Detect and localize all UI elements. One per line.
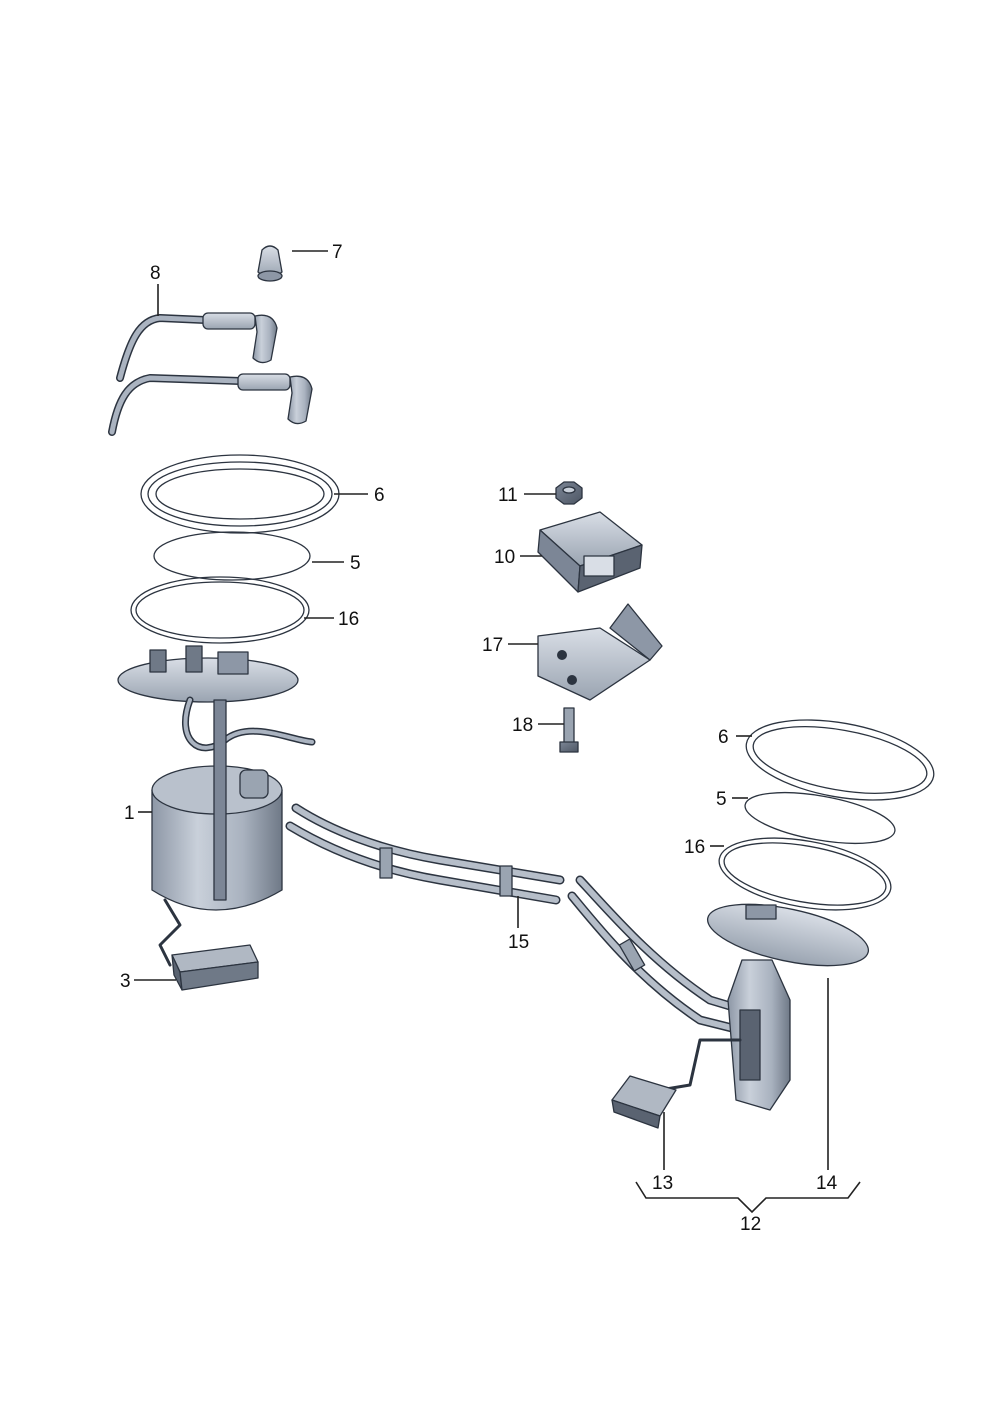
label-5-right: 5 <box>716 789 727 810</box>
label-16-right: 16 <box>684 837 705 858</box>
part-labels: 7 8 6 5 16 11 10 17 18 1 3 15 6 5 16 13 … <box>120 242 838 1235</box>
label-18: 18 <box>512 715 533 736</box>
label-13: 13 <box>652 1173 673 1194</box>
label-1: 1 <box>124 803 135 824</box>
label-6-left: 6 <box>374 485 385 506</box>
label-14: 14 <box>816 1173 838 1194</box>
label-6-right: 6 <box>718 727 729 748</box>
cap-part <box>257 245 283 282</box>
level-sender-right <box>611 1075 677 1129</box>
level-sender-left <box>171 944 259 991</box>
seal-ring-left <box>153 531 311 581</box>
gasket-ring-right <box>718 837 892 911</box>
label-3: 3 <box>120 971 131 992</box>
label-10: 10 <box>494 547 515 568</box>
locking-ring-right <box>745 719 935 801</box>
fuel-line-assembly <box>285 803 755 1035</box>
mounting-bracket <box>537 603 663 701</box>
label-11: 11 <box>498 485 518 506</box>
fuel-hose-assembly <box>108 312 313 436</box>
bolt <box>559 707 579 753</box>
seal-ring-right <box>744 791 896 845</box>
fuel-pump-module <box>117 645 316 967</box>
label-17: 17 <box>482 635 503 656</box>
label-16-left: 16 <box>338 609 359 630</box>
label-12: 12 <box>740 1214 761 1235</box>
label-15: 15 <box>508 932 529 953</box>
label-7: 7 <box>332 242 343 263</box>
label-5-left: 5 <box>350 553 361 574</box>
label-8: 8 <box>150 263 161 284</box>
sender-unit-right <box>658 903 870 1111</box>
locking-ring-left <box>140 454 340 534</box>
leader-lines <box>134 250 861 1214</box>
gasket-ring-left <box>130 576 310 644</box>
control-unit <box>537 511 643 593</box>
hex-nut <box>555 481 583 505</box>
